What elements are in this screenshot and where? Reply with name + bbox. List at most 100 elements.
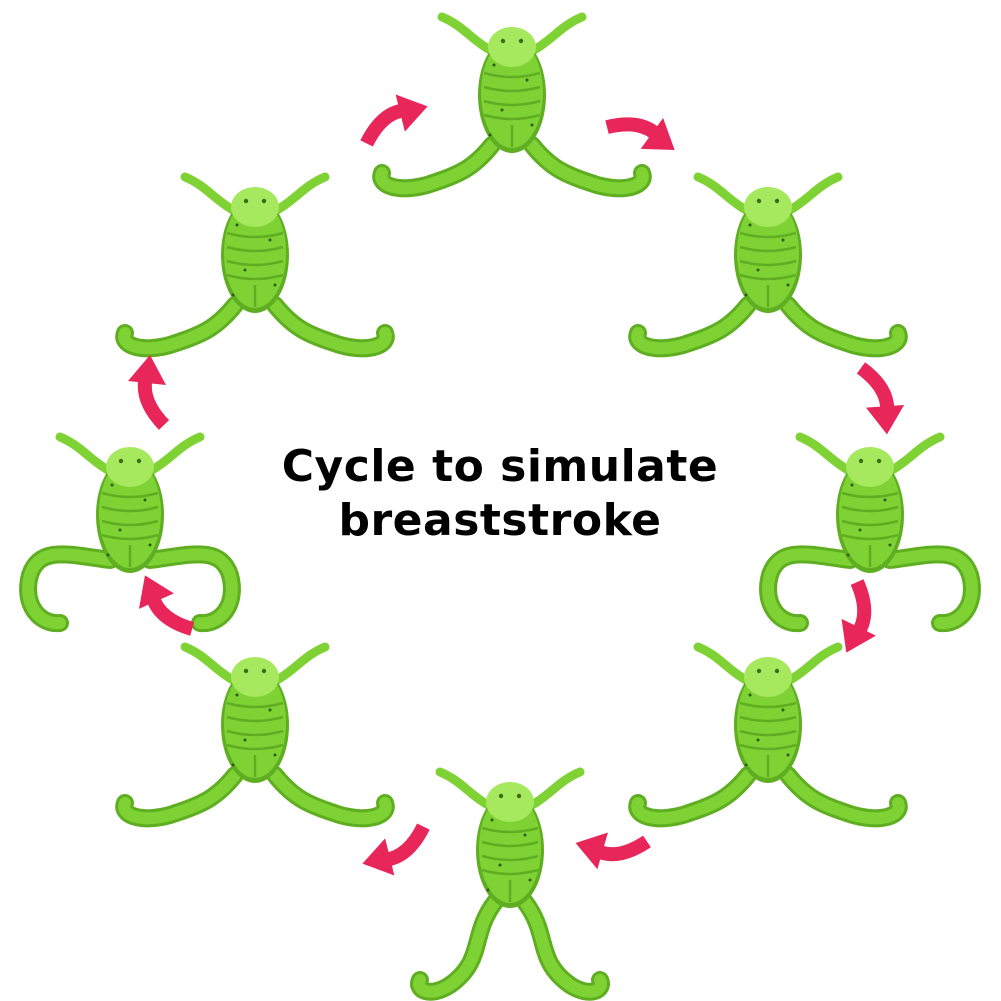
arrow-head [362,838,395,876]
frog-body [224,198,286,308]
frog-figure [372,12,652,198]
frog-eye-icon [756,198,762,204]
frog-leg-highlight [269,769,392,825]
frog-leg-highlight [118,769,241,825]
frog-leg-highlight [782,299,905,355]
frog-speckle [490,818,494,822]
caption-line-2: breaststroke [338,495,662,546]
frog-body-segment [226,245,284,253]
frog-speckle [492,63,496,67]
curved-arrow-icon [360,94,428,147]
frog-body-segment [101,519,159,527]
frog-body-segment [841,533,899,541]
frog-speckle [530,123,534,127]
frog-speckle [106,553,110,557]
frog-body-segment [481,840,539,848]
frog-left-arm [180,172,238,215]
frog-speckle [525,78,529,82]
frog-head [846,447,894,487]
frog-body-segment [739,231,797,239]
frog-body [481,38,543,148]
frog-speckle [744,763,748,767]
frog-figure [628,642,908,828]
frog-speckle [235,693,239,697]
frog-body-segment [226,701,284,709]
frog-body [839,458,901,568]
frog-speckle [786,283,790,287]
curved-arrow-icon [362,823,430,876]
curved-arrow-icon [856,362,905,435]
frog-figure [115,172,395,358]
frog-speckle [883,498,887,502]
frog-speckle [756,738,760,742]
frog-leg-highlight [269,299,392,355]
frog-body-segment [481,868,539,876]
frog-body-segment [483,71,541,79]
frog-speckle [888,543,892,547]
frog-speckle [850,483,854,487]
frog-figure [759,432,981,633]
frog-speckle [498,863,502,867]
frog-eye-icon [774,198,780,204]
curved-arrow-icon [575,832,651,870]
frog-figure [628,172,908,358]
frog-body-segment [101,533,159,541]
frog-speckle [756,268,760,272]
frog-speckle [110,483,114,487]
frog-eye-icon [516,793,522,799]
frog-speckle [858,528,862,532]
frog-head [744,657,792,697]
frog-right-arm [527,767,585,810]
frog-speckle [523,833,527,837]
frog-body [737,198,799,308]
frog-speckle [528,878,532,882]
frog-speckle [148,543,152,547]
arrow-head [841,618,876,653]
frog-body-segment [841,519,899,527]
frog-leg-highlight [519,896,607,998]
frog-body-segment [481,826,539,834]
frog-speckle [488,133,492,137]
curved-arrow-icon [841,579,876,653]
frog-right-arm [272,642,330,685]
frog-body-segment [101,505,159,513]
frog-speckle [781,708,785,712]
frog-left-arm [180,642,238,685]
frog-speckle [143,498,147,502]
frog-eye-icon [500,38,506,44]
curved-arrow-icon [128,355,170,430]
frog-leg-highlight [526,139,649,195]
frog-body-segment [739,701,797,709]
frog-body-segment [226,273,284,281]
frog-speckle [231,763,235,767]
frog-body-segment [739,273,797,281]
frog-right-arm [147,432,205,475]
frog-speckle [268,708,272,712]
arrow-head [575,832,608,870]
arrow-head [138,575,174,609]
frog-body-segment [739,729,797,737]
frog-body-segment [226,729,284,737]
frog-eye-icon [243,198,249,204]
frog-eye-icon [756,668,762,674]
frog-right-arm [785,172,843,215]
frog-leg-highlight [631,769,754,825]
frog-leg-highlight [762,548,856,630]
frog-speckle [786,753,790,757]
frog-speckle [235,223,239,227]
frog-right-arm [272,172,330,215]
frog-body-segment [739,245,797,253]
frog-right-arm [887,432,945,475]
curved-arrow-icon [605,117,675,150]
frog-eye-icon [876,458,882,464]
frog-speckle [744,293,748,297]
frog-body [99,458,161,568]
frog-eye-icon [261,198,267,204]
frog-head [231,657,279,697]
frog-body-segment [841,491,899,499]
frog-figure [19,432,241,633]
frog-speckle [846,553,850,557]
frog-head [488,27,536,67]
frog-speckle [500,108,504,112]
